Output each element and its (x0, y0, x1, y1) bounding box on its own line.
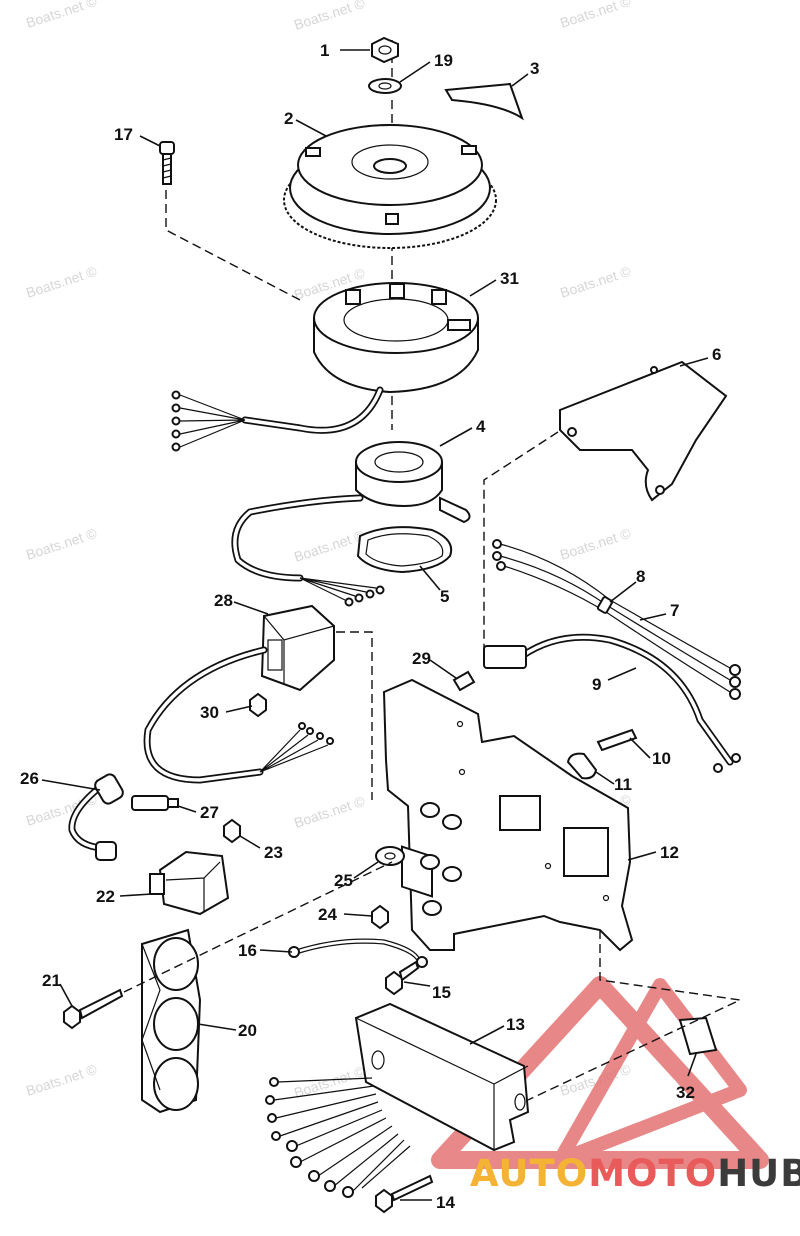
watermark-text: Boats.net © (292, 0, 367, 33)
callout-31: 31 (500, 269, 519, 288)
callout-24: 24 (318, 905, 337, 924)
module-13-part (354, 1002, 530, 1152)
trigger-wire-harness (231, 494, 385, 607)
nut-24-part (371, 904, 389, 930)
module-guide (527, 930, 743, 1101)
bolt21-guide (123, 861, 393, 993)
coil-pack-20-part (141, 928, 202, 1114)
callout-9: 9 (592, 675, 601, 694)
callouts: 1 19 3 2 17 31 6 4 8 5 7 28 29 9 30 10 1… (20, 41, 721, 1212)
harness-7-part (492, 539, 741, 700)
callout-1: 1 (320, 41, 329, 60)
stator-wire-harness (171, 386, 384, 452)
rectifier-part (260, 604, 335, 692)
flywheel-part (283, 124, 497, 249)
screw-30-part (249, 692, 267, 718)
callout-17: 17 (114, 125, 133, 144)
label-32-part (678, 1016, 718, 1056)
callout-13: 13 (506, 1015, 525, 1034)
watermark-text: Boats.net © (24, 263, 99, 301)
rectifier-wire-harness (143, 646, 334, 784)
callout-27: 27 (200, 803, 219, 822)
switch-27-part (131, 795, 179, 811)
callout-11: 11 (614, 775, 632, 794)
gasket-inner (365, 533, 444, 567)
watermark-text: Boats.net © (292, 793, 367, 831)
grommet-25-part (375, 846, 405, 866)
nut-23-part (223, 818, 241, 844)
nut-part (371, 36, 399, 64)
logo-wordmark: AUTOMOTOHUB (470, 1152, 800, 1195)
callout-5: 5 (440, 587, 449, 606)
callout-25: 25 (334, 871, 353, 890)
bolt17-guide (165, 190, 301, 301)
callout-26: 26 (20, 769, 39, 788)
lead-26-part (68, 773, 124, 861)
rectifier-guide (336, 631, 373, 800)
callout-30: 30 (200, 703, 219, 722)
callout-4: 4 (476, 417, 486, 436)
trigger-part (355, 441, 471, 524)
cable-16-part (288, 938, 428, 968)
watermark-text: Boats.net © (24, 525, 99, 563)
pin-part (596, 728, 638, 752)
watermark-text: Boats.net © (24, 0, 99, 31)
fuse-part (452, 670, 476, 692)
watermark-text: Boats.net © (558, 0, 633, 31)
watermark-text: Boats.net © (292, 1063, 367, 1101)
callout-2: 2 (284, 109, 293, 128)
watermark-text: Boats.net © (292, 527, 367, 565)
callout-12: 12 (660, 843, 679, 862)
callout-14: 14 (436, 1193, 455, 1212)
leader-lines (41, 49, 709, 1201)
callout-16: 16 (238, 941, 257, 960)
bracket-guide (483, 431, 559, 648)
callout-8: 8 (636, 567, 645, 586)
callout-6: 6 (712, 345, 721, 364)
bolt-part (159, 141, 175, 185)
watermark-text: Boats.net © (558, 525, 633, 563)
callout-3: 3 (530, 59, 539, 78)
screw-14-part (375, 1174, 434, 1214)
watermark-text: Boats.net © (24, 1061, 99, 1099)
coil-22-part (149, 850, 230, 916)
screw-15-part (385, 960, 420, 996)
callout-28: 28 (214, 591, 233, 610)
callout-32: 32 (676, 1083, 695, 1102)
callout-20: 20 (238, 1021, 257, 1040)
callout-23: 23 (264, 843, 283, 862)
logo-word-moto: MOTO (588, 1152, 717, 1195)
washer-part (368, 78, 402, 94)
callout-10: 10 (652, 749, 671, 768)
gasket-part (356, 526, 453, 574)
harness-9-part (483, 633, 741, 773)
bolt-21-part (63, 988, 124, 1030)
callout-19: 19 (434, 51, 453, 70)
stator-part (313, 282, 479, 394)
svg-text:AUTOMOTOHUB: AUTOMOTOHUB (470, 1152, 800, 1195)
key-part (444, 82, 524, 121)
logo-word-auto: AUTO (470, 1152, 588, 1195)
module-13-wires (265, 1077, 411, 1198)
bracket-part (559, 360, 728, 502)
logo-word-hub: HUB (717, 1152, 800, 1195)
callout-7: 7 (670, 601, 679, 620)
spacer-part (566, 752, 598, 780)
mounting-plate-part (382, 678, 634, 952)
watermark-text: Boats.net © (558, 263, 633, 301)
callout-29: 29 (412, 649, 431, 668)
callout-15: 15 (432, 983, 451, 1002)
callout-22: 22 (96, 887, 115, 906)
callout-21: 21 (42, 971, 61, 990)
